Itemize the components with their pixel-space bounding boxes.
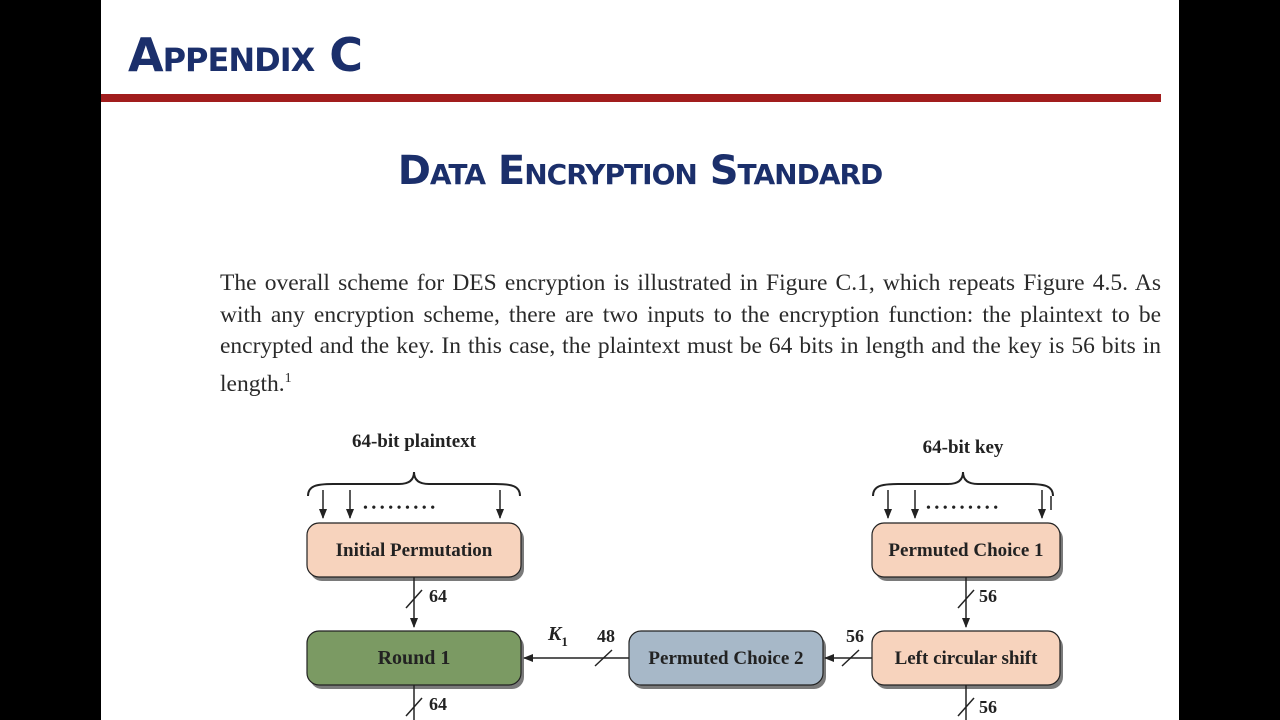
pc2-to-round-width: 48 [597, 626, 615, 646]
left-circular-shift-box: Left circular shift [871, 630, 1063, 689]
subkey-label: K1 [547, 623, 568, 649]
des-diagram: 64-bit plaintext 64-bit key • • • • • • … [306, 431, 1063, 720]
pc1-to-shift-width: 56 [979, 586, 997, 606]
round-1-box: Round 1 [306, 630, 524, 689]
shift-output-width: 56 [979, 697, 997, 717]
round-1-label: Round 1 [378, 647, 451, 669]
initial-permutation-box: Initial Permutation [306, 522, 524, 581]
round-output-wire [405, 685, 423, 720]
section-title: Data Encryption Standard [397, 148, 884, 194]
plaintext-brace [307, 471, 521, 497]
paragraph-text: The overall scheme for DES encryption is… [220, 270, 1161, 397]
plaintext-dots: • • • • • • • • • [363, 501, 435, 516]
ip-to-round-wire [405, 577, 423, 628]
key-dots: • • • • • • • • • [926, 501, 998, 516]
subkey-symbol: K [547, 623, 563, 645]
shift-to-pc2-wire [824, 649, 872, 667]
header-divider [101, 94, 1161, 102]
plaintext-input-arrows [319, 490, 504, 519]
pc1-to-shift-wire [957, 577, 975, 628]
slide: Appendix C Data Encryption Standard The … [101, 0, 1179, 720]
pc2-to-round-wire [523, 649, 629, 667]
initial-permutation-label: Initial Permutation [336, 540, 493, 561]
permuted-choice-2-box: Permuted Choice 2 [628, 630, 826, 689]
body-paragraph: The overall scheme for DES encryption is… [220, 268, 1161, 400]
permuted-choice-1-label: Permuted Choice 1 [888, 540, 1043, 561]
round-output-width: 64 [429, 694, 447, 714]
key-input-arrows [884, 490, 1052, 519]
key-brace [872, 471, 1054, 497]
shift-to-pc2-width: 56 [846, 626, 864, 646]
footnote-ref: 1 [284, 370, 292, 386]
left-circular-shift-label: Left circular shift [895, 648, 1038, 669]
shift-output-wire [957, 685, 975, 720]
subkey-subscript: 1 [561, 634, 568, 649]
permuted-choice-2-label: Permuted Choice 2 [648, 648, 803, 669]
permuted-choice-1-box: Permuted Choice 1 [871, 522, 1063, 581]
ip-to-round-width: 64 [429, 586, 447, 606]
plaintext-label: 64-bit plaintext [352, 431, 477, 452]
appendix-heading: Appendix C [128, 28, 363, 82]
key-label: 64-bit key [923, 437, 1004, 458]
